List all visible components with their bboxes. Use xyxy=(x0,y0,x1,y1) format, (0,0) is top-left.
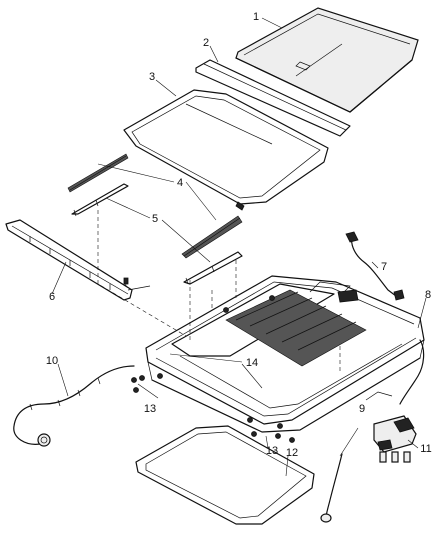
part-8-rear-drain-hose xyxy=(399,339,425,405)
part-13-fasteners xyxy=(131,375,295,443)
part-1-glass-panel xyxy=(235,7,419,113)
callout-4: 4 xyxy=(177,177,183,189)
part-12-trim-ring xyxy=(135,425,315,525)
sunroof-housing-frame xyxy=(145,275,425,433)
callout-13-left: 13 xyxy=(144,403,156,415)
callout-8: 8 xyxy=(425,289,431,301)
callout-3: 3 xyxy=(149,71,155,83)
part-4-left-rail xyxy=(67,153,129,193)
part-5-left-bracket xyxy=(71,183,129,217)
part-6-front-rail xyxy=(5,219,151,301)
part-7-wire-harness xyxy=(345,231,405,301)
part-5-right-bracket xyxy=(183,251,243,285)
callout-10: 10 xyxy=(46,355,58,367)
part-9-drain-hose xyxy=(320,391,393,523)
callout-7: 7 xyxy=(381,261,387,273)
callout-1: 1 xyxy=(253,11,259,23)
leader-lines xyxy=(51,17,427,477)
part-11-control-module xyxy=(373,415,417,463)
part-4-right-rail xyxy=(181,201,245,259)
callout-11: 11 xyxy=(420,443,431,455)
part-2-deflector xyxy=(195,59,351,137)
callout-14: 14 xyxy=(246,357,258,369)
callout-13-right: 13 xyxy=(266,445,278,457)
callout-2: 2 xyxy=(203,37,209,49)
callout-9: 9 xyxy=(359,403,365,415)
assembly-dash-lines xyxy=(97,210,341,372)
callout-6: 6 xyxy=(49,291,55,303)
callout-12: 12 xyxy=(286,447,298,459)
callout-5: 5 xyxy=(152,213,158,225)
part-10-front-drain-hose xyxy=(13,365,135,447)
part-3-seal-frame xyxy=(123,89,329,205)
